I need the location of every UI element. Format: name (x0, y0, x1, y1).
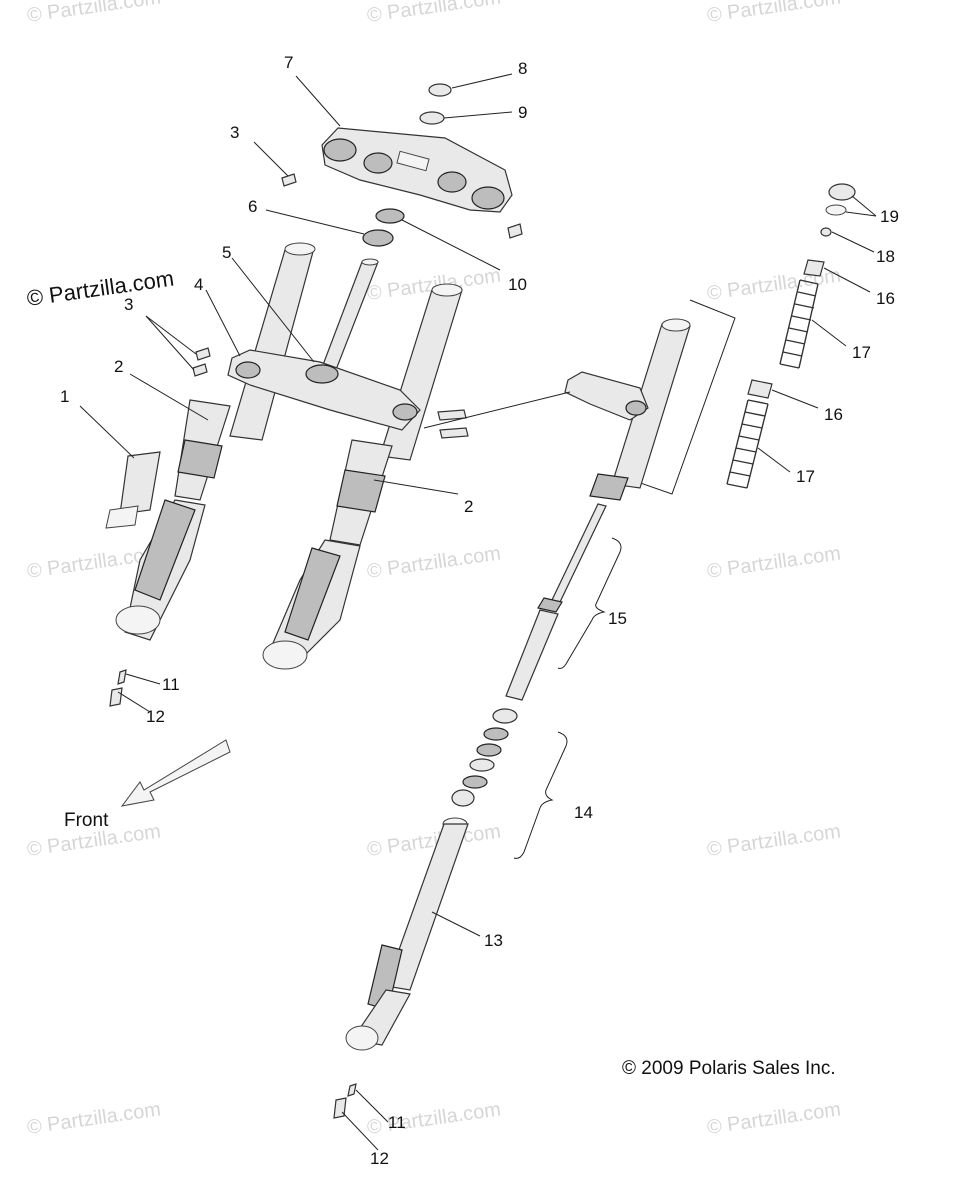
bolt-3-left (192, 347, 211, 377)
callout-10: 10 (508, 275, 527, 294)
callout-11: 11 (388, 1113, 406, 1132)
callout-4: 4 (194, 275, 203, 294)
callout-3: 3 (124, 295, 133, 314)
watermark: © Partzilla.com (366, 542, 503, 583)
front-direction-arrow (120, 739, 231, 807)
watermark: © Partzilla.com (366, 0, 503, 27)
drain-bolt-bottom (333, 1083, 357, 1119)
callout-1: 1 (60, 387, 69, 406)
callout-12: 12 (370, 1149, 389, 1168)
watermark: © Partzilla.com (366, 1098, 503, 1139)
copyright-notice: © 2009 Polaris Sales Inc. (622, 1058, 836, 1079)
watermark: © Partzilla.com (706, 0, 843, 27)
steering-stem-5 (317, 261, 379, 381)
callout-7: 7 (284, 53, 293, 72)
front-label: Front (64, 810, 109, 831)
fork-leg-left (115, 399, 231, 641)
pinch-bolts (437, 409, 469, 439)
damper-rod-15 (505, 503, 607, 701)
bearing-10 (375, 208, 405, 224)
bearing-6 (362, 229, 394, 247)
watermark: © Partzilla.com (26, 1098, 163, 1139)
watermark: © Partzilla.com (26, 0, 163, 27)
fork-collar (589, 473, 629, 501)
watermark-strong: © Partzilla.com (25, 266, 175, 311)
watermark: © Partzilla.com (706, 1098, 843, 1139)
cap-8 (428, 83, 452, 97)
fork-leg-right (262, 439, 393, 670)
seal-kit-14 (451, 708, 518, 807)
bracket-17 (625, 299, 736, 495)
watermark: © Partzilla.com (706, 820, 843, 861)
callout-9: 9 (518, 103, 527, 122)
callout-17: 17 (852, 343, 871, 362)
drain-bolt-left (109, 669, 127, 707)
fork-tube-left-upper (229, 247, 315, 441)
callout-19: 19 (880, 207, 899, 226)
top-triple-clamp (321, 127, 513, 213)
callout-18: 18 (876, 247, 895, 266)
callout-6: 6 (248, 197, 257, 216)
clamp-piece (564, 371, 649, 421)
callout-12: 12 (146, 707, 165, 726)
leader-lines (79, 73, 877, 1151)
fork-lower-leg-13 (345, 817, 469, 1051)
callout-5: 5 (222, 243, 231, 262)
lower-triple-clamp (227, 349, 421, 431)
callout-16: 16 (824, 405, 843, 424)
callout-2: 2 (464, 497, 473, 516)
callout-2: 2 (114, 357, 123, 376)
washer-9 (419, 111, 445, 125)
callout-8: 8 (518, 59, 527, 78)
callout-14: 14 (574, 803, 593, 822)
callout-11: 11 (162, 675, 180, 694)
callout-15: 15 (608, 609, 627, 628)
fork-guard-1 (105, 451, 161, 529)
callout-17: 17 (796, 467, 815, 486)
callout-16: 16 (876, 289, 895, 308)
callouts: 7 8 9 3 6 10 5 4 3 2 1 2 11 12 15 14 13 … (60, 53, 899, 1168)
watermark: © Partzilla.com (706, 542, 843, 583)
bolt-3-top (281, 173, 523, 239)
callout-13: 13 (484, 931, 503, 950)
fork-springs (726, 183, 856, 489)
callout-3: 3 (230, 123, 239, 142)
